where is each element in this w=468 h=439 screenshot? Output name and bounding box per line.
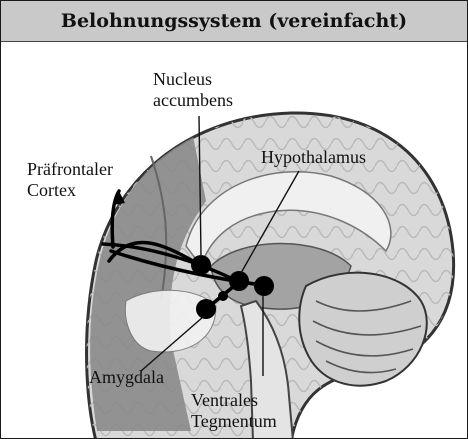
label-nucleus-accumbens: Nucleus accumbens: [153, 69, 233, 111]
label-amygdala: Amygdala: [89, 367, 164, 388]
brain-sagittal-diagram: [1, 42, 467, 438]
nucleus-accumbens-marker: [191, 255, 211, 275]
title-bar: Belohnungssystem (vereinfacht): [1, 1, 467, 42]
figure-title: Belohnungssystem (vereinfacht): [61, 10, 407, 32]
label-praefrontaler-cortex: Präfrontaler Cortex: [27, 159, 113, 201]
amygdala-link-marker: [218, 291, 228, 301]
ventral-tegmentum-marker: [254, 276, 274, 296]
hypothalamus-marker: [229, 271, 249, 291]
label-hypothalamus: Hypothalamus: [261, 147, 366, 168]
label-ventrales-tegmentum: Ventrales Tegmentum: [191, 390, 277, 432]
amygdala-marker: [196, 299, 216, 319]
